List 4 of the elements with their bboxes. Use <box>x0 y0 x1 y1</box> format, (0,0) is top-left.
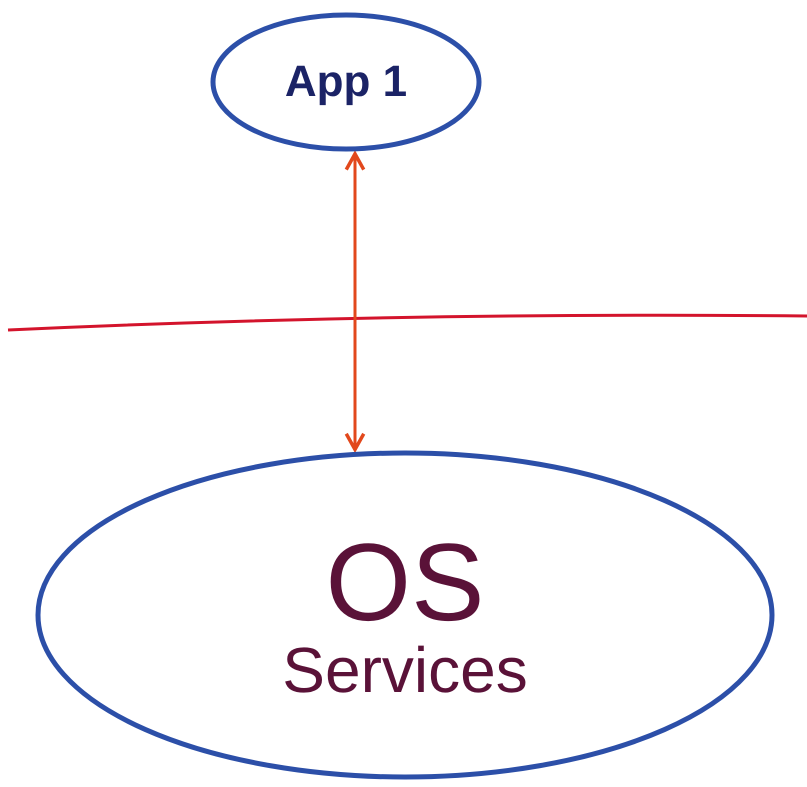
double-arrow <box>344 152 366 452</box>
node-label: OS <box>326 528 484 638</box>
node-label: App 1 <box>284 56 408 108</box>
node-label: Services <box>282 638 528 702</box>
